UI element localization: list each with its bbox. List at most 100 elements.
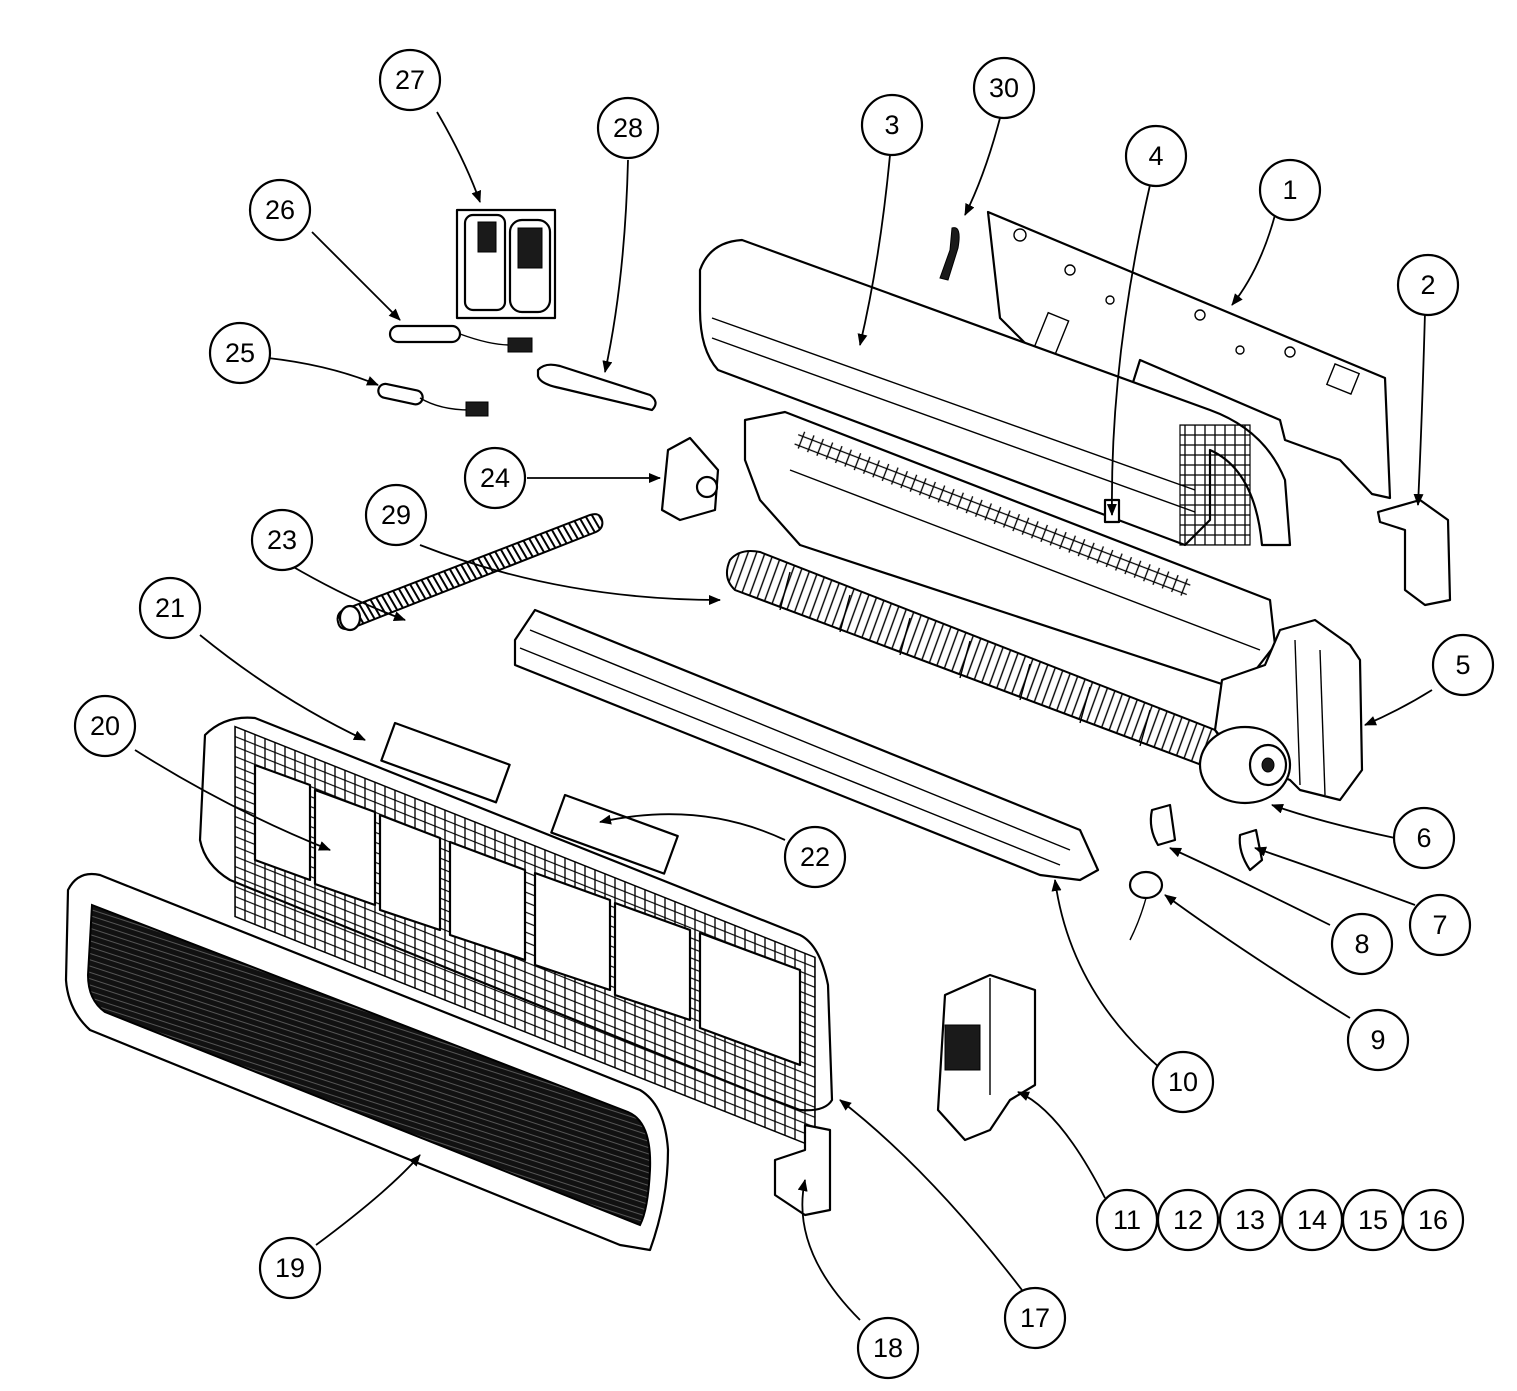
callout-21: 21 — [138, 576, 202, 640]
svg-text:11: 11 — [1113, 1205, 1141, 1235]
svg-text:7: 7 — [1432, 910, 1447, 940]
callout-25: 25 — [208, 321, 272, 385]
callout-28: 28 — [596, 96, 660, 160]
control-box — [936, 973, 1037, 1142]
callout-11: 11 — [1095, 1188, 1159, 1252]
callout-7: 7 — [1408, 893, 1472, 957]
callout-2: 2 — [1396, 253, 1460, 317]
fan-motor — [1198, 725, 1292, 805]
callout-16: 16 — [1401, 1188, 1465, 1252]
leader-7 — [1254, 846, 1416, 906]
callout-10: 10 — [1151, 1050, 1215, 1114]
svg-text:3: 3 — [884, 110, 899, 140]
svg-text:20: 20 — [90, 711, 120, 741]
svg-text:30: 30 — [989, 73, 1019, 103]
svg-text:13: 13 — [1235, 1205, 1265, 1235]
leader-30 — [964, 117, 1001, 216]
svg-text:12: 12 — [1173, 1205, 1203, 1235]
leader-17 — [839, 1099, 1023, 1291]
callout-14: 14 — [1280, 1188, 1344, 1252]
leader-lines — [134, 111, 1433, 1321]
front-panel — [64, 872, 670, 1252]
callout-1: 1 — [1258, 158, 1322, 222]
callout-17: 17 — [1003, 1286, 1067, 1350]
sensor-clip — [939, 227, 960, 281]
callout-5: 5 — [1431, 633, 1495, 697]
callout-26: 26 — [248, 178, 312, 242]
callout-6: 6 — [1392, 806, 1456, 870]
svg-text:22: 22 — [800, 842, 830, 872]
leader-25 — [267, 357, 379, 386]
drain-pipe — [536, 363, 657, 412]
callout-13: 13 — [1218, 1188, 1282, 1252]
leader-3 — [857, 154, 891, 346]
svg-text:4: 4 — [1148, 141, 1163, 171]
svg-text:16: 16 — [1418, 1205, 1448, 1235]
svg-text:1: 1 — [1282, 175, 1297, 205]
motor-clamp-a — [1149, 803, 1177, 847]
svg-text:5: 5 — [1455, 650, 1470, 680]
svg-text:15: 15 — [1358, 1205, 1388, 1235]
leader-5 — [1364, 689, 1433, 726]
leader-20 — [134, 749, 331, 851]
main-chassis — [743, 410, 1277, 692]
svg-text:9: 9 — [1370, 1025, 1385, 1055]
leader-18 — [797, 1179, 861, 1321]
svg-text:28: 28 — [613, 113, 643, 143]
callout-12: 12 — [1156, 1188, 1220, 1252]
leader-19 — [315, 1154, 421, 1246]
leader-6 — [1271, 803, 1396, 839]
leader-8 — [1169, 847, 1331, 926]
terminal-cover — [773, 1123, 832, 1217]
callout-4: 4 — [1124, 124, 1188, 188]
callout-9: 9 — [1346, 1008, 1410, 1072]
leader-2 — [1413, 311, 1426, 506]
callout-23: 23 — [250, 508, 314, 572]
callout-8: 8 — [1330, 912, 1394, 976]
callout-20: 20 — [73, 694, 137, 758]
leader-26 — [311, 231, 401, 321]
leader-10 — [1051, 879, 1161, 1069]
svg-text:25: 25 — [225, 338, 255, 368]
evaporator-cover — [698, 238, 1292, 547]
air-louver — [513, 608, 1100, 882]
bearing-mount — [660, 436, 720, 522]
leader-23 — [289, 564, 406, 621]
callout-19: 19 — [258, 1236, 322, 1300]
svg-text:6: 6 — [1416, 823, 1431, 853]
side-bracket — [1376, 498, 1452, 607]
front-frame — [198, 716, 834, 1149]
thermistor-cap — [1128, 870, 1164, 941]
svg-text:10: 10 — [1168, 1067, 1198, 1097]
svg-text:26: 26 — [265, 195, 295, 225]
svg-text:8: 8 — [1354, 929, 1369, 959]
callout-18: 18 — [856, 1316, 920, 1380]
thermistor-cable — [377, 382, 489, 417]
leader-9 — [1164, 894, 1351, 1019]
leader-27 — [436, 111, 482, 203]
leader-1 — [1231, 214, 1276, 306]
svg-text:14: 14 — [1297, 1205, 1327, 1235]
leader-28 — [602, 159, 629, 373]
sensor-cable — [388, 324, 533, 353]
callout-22: 22 — [783, 825, 847, 889]
callout-3: 3 — [860, 93, 924, 157]
svg-text:27: 27 — [395, 65, 425, 95]
svg-text:17: 17 — [1020, 1303, 1050, 1333]
svg-text:2: 2 — [1420, 270, 1435, 300]
svg-text:21: 21 — [155, 593, 185, 623]
callout-24: 24 — [463, 446, 527, 510]
callout-30: 30 — [972, 56, 1036, 120]
leader-22 — [599, 813, 786, 841]
remote-controller — [455, 208, 557, 320]
svg-text:29: 29 — [381, 500, 411, 530]
callout-15: 15 — [1341, 1188, 1405, 1252]
leader-4 — [1106, 184, 1151, 516]
leader-21 — [199, 634, 366, 741]
leader-11 — [1017, 1091, 1106, 1199]
leader-29 — [419, 544, 721, 605]
svg-text:24: 24 — [480, 463, 510, 493]
svg-text:23: 23 — [267, 525, 297, 555]
svg-text:19: 19 — [275, 1253, 305, 1283]
